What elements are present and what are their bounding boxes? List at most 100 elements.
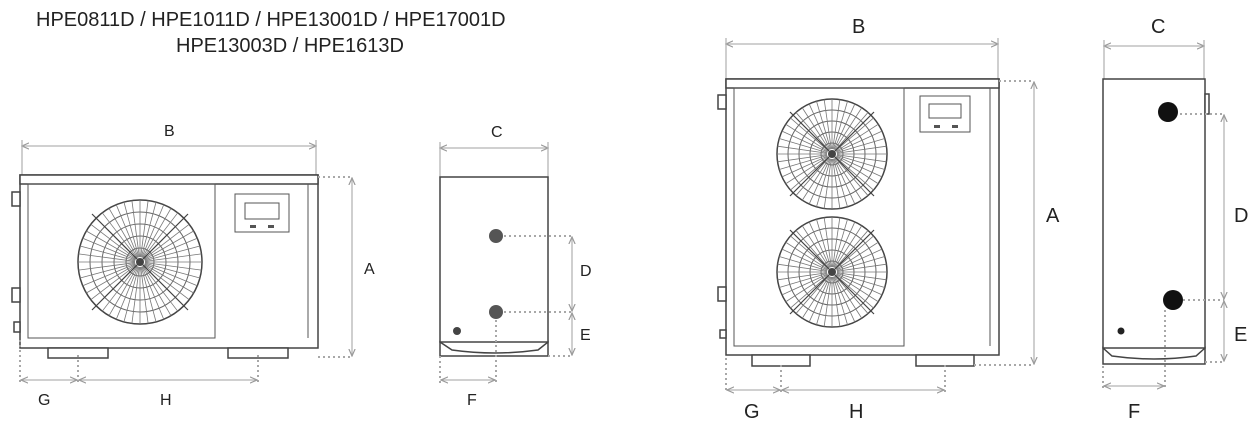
left-label-d: D [580,263,592,280]
right-unit-side-view [1102,40,1224,388]
fan-grille-spoke [835,156,874,191]
fan-grille-spoke [785,274,829,303]
right-upper-fan-icon [776,98,888,210]
fan-grille-spoke [816,101,831,150]
fan-grille-spoke [836,130,883,153]
fan-grille-spoke [781,155,828,178]
fan-grille-spoke [86,264,136,294]
right-label-b: B [852,16,865,38]
fan-grille-spoke [790,274,829,309]
fan-grille-spoke [779,273,828,288]
fan-grille-spoke [833,101,848,150]
left-label-f: F [467,392,477,409]
fan-grille-spoke [832,158,841,209]
fan-grille-spoke [836,273,883,296]
fan-grille-spoke [795,230,830,269]
fan-grille-spoke [833,219,848,268]
fan-grille-spoke [101,265,138,312]
fan-grille-spoke [801,157,830,201]
fan-grille-spoke [779,256,828,271]
fan-grille-spoke [823,276,832,327]
right-label-g: G [744,401,760,423]
fan-grille-spoke [832,99,841,150]
fan-grille-spoke [816,219,831,268]
fan-grille-spoke [801,225,830,269]
fan-grille-spoke [785,156,829,185]
fan-grille-spoke [835,235,874,270]
fan-grille-spoke [141,266,165,320]
left-label-e: E [580,327,591,344]
fan-grille-spoke [131,200,140,258]
fan-grille-spoke [836,155,885,170]
fan-grille-spoke [143,223,190,260]
fan-grille-spoke [90,223,137,260]
fan-grille-spoke [777,154,828,163]
fan-grille-spoke [834,157,863,201]
fan-grille-spoke [816,158,831,207]
fan-grille-spoke [834,230,869,269]
fan-grille-spoke [80,245,136,262]
left-unit-side-view [439,142,572,384]
left-unit-front-view [11,140,352,384]
fan-grille-spoke [834,157,869,196]
fan-grille-spoke [785,241,829,270]
fan-grille-spoke [78,253,136,262]
left-label-a: A [364,261,375,278]
fan-grille-spoke [144,230,194,260]
fan-grille-spoke [836,154,887,163]
fan-grille-spoke [144,264,194,294]
fan-grille-spoke [833,276,848,325]
fan-grille-spoke [836,272,887,281]
fan-grille-spoke [808,158,831,205]
fan-grille-spoke [834,225,863,269]
fan-grille-spoke [777,145,828,154]
right-label-c: C [1151,16,1165,38]
fan-grille-spoke [108,266,138,316]
fan-grille-spoke [144,262,202,271]
left-label-g: G [38,392,50,409]
fan-grille-spoke [834,107,863,151]
fan-grille-spoke [836,248,883,271]
fan-grille-spoke [142,266,172,316]
fan-grille-spoke [832,217,841,268]
left-label-h: H [160,392,172,409]
fan-grille-spoke [834,275,863,319]
fan-grille-spoke [836,138,885,153]
fan-grille-spoke [835,274,879,303]
fan-grille-spoke [143,264,190,301]
fan-grille-spoke [834,112,869,151]
fan-grille-spoke [777,263,828,272]
fan-grille-spoke [140,266,149,324]
fan-grille-spoke [835,241,879,270]
left-label-c: C [491,124,503,141]
fan-grille-spoke [779,138,828,153]
fan-grille-spoke [131,266,140,324]
fan-grille-spoke [833,276,856,323]
fan-grille-spoke [835,274,874,309]
fan-grille-spoke [115,204,139,258]
fan-grille-spoke [82,237,136,261]
fan-grille-spoke [823,99,832,150]
right-label-d: D [1234,205,1248,227]
fan-grille-spoke [140,266,157,322]
fan-grille-spoke [795,112,830,151]
fan-grille-spoke [836,273,885,288]
fan-grille-spoke [808,103,831,150]
fan-grille-spoke [790,117,829,152]
right-label-f: F [1128,401,1140,423]
fan-grille-spoke [140,200,149,258]
fan-grille-spoke [781,248,828,271]
right-unit-front-view [717,38,1034,392]
fan-grille-spoke [808,221,831,268]
right-label-h: H [849,401,863,423]
fan-grille-spoke [835,117,874,152]
fan-grille-spoke [101,212,138,259]
fan-grille-spoke [833,103,856,150]
fan-grille-spoke [785,123,829,152]
fan-grille-spoke [835,123,879,152]
fan-grille-spoke [108,208,138,258]
left-label-b: B [164,123,175,140]
fan-grille-spoke [140,202,157,258]
fan-grille-spoke [836,145,887,154]
